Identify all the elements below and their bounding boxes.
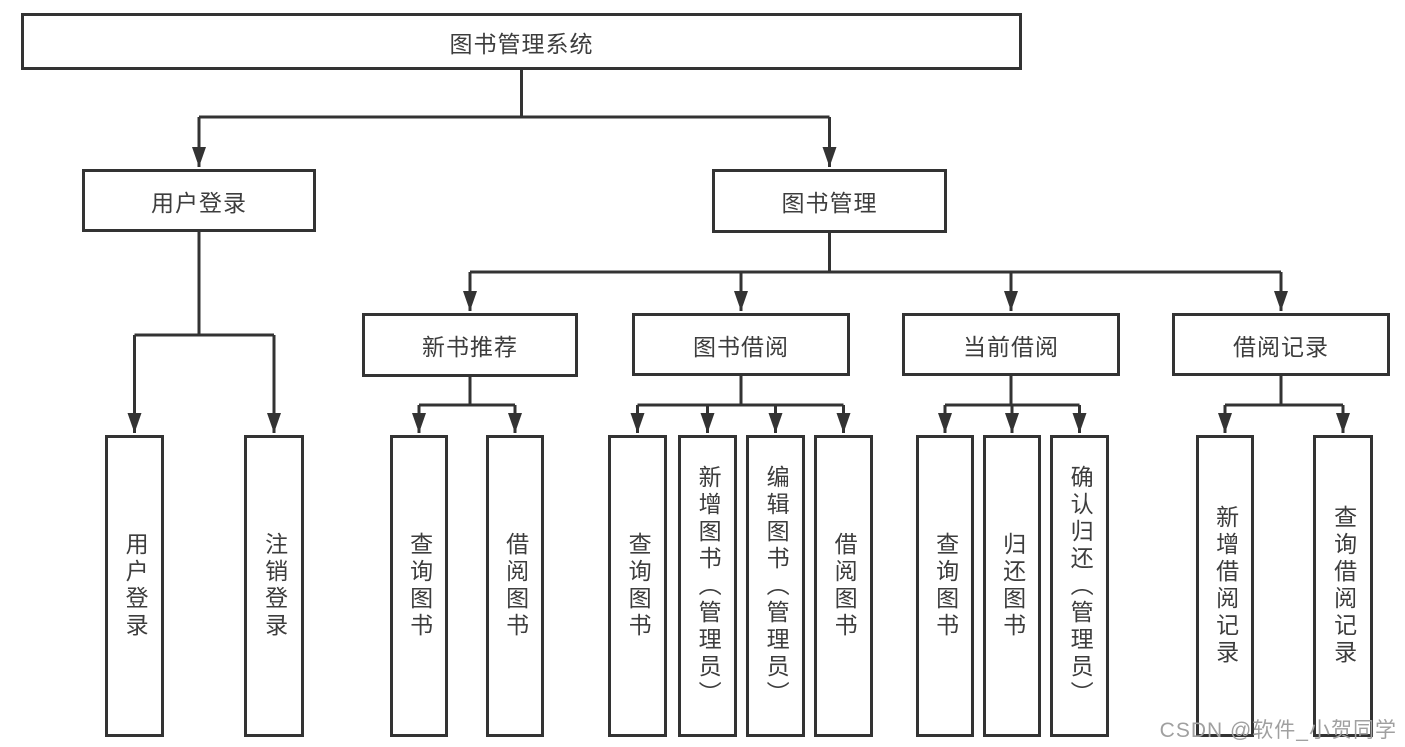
node-book-management-branch: 图书管理 <box>712 169 947 233</box>
node-leaf-return-books: 归还图书 <box>983 435 1041 737</box>
node-leaf-query-books-3: 查询图书 <box>916 435 974 737</box>
node-current-borrow: 当前借阅 <box>902 313 1120 376</box>
node-user-login-branch: 用户登录 <box>82 169 316 232</box>
node-new-book-recommend: 新书推荐 <box>362 313 578 377</box>
tree-arrows <box>127 117 1350 433</box>
node-leaf-edit-books-admin: 编辑图书（管理员） <box>746 435 805 737</box>
node-leaf-borrow-books-1: 借阅图书 <box>486 435 544 737</box>
node-leaf-add-borrow-record: 新增借阅记录 <box>1196 435 1254 737</box>
node-book-borrow: 图书借阅 <box>632 313 850 376</box>
tree-skeleton <box>134 69 1343 407</box>
node-leaf-user-login: 用户登录 <box>105 435 164 737</box>
node-borrow-record: 借阅记录 <box>1172 313 1390 376</box>
node-leaf-add-books-admin: 新增图书（管理员） <box>678 435 737 737</box>
csdn-watermark: CSDN @软件_小贺同学 <box>1159 719 1397 742</box>
node-leaf-logout: 注销登录 <box>244 435 304 737</box>
node-leaf-query-borrow-record: 查询借阅记录 <box>1313 435 1373 737</box>
node-root-system: 图书管理系统 <box>21 13 1022 70</box>
node-leaf-confirm-return-admin: 确认归还（管理员） <box>1050 435 1109 737</box>
node-leaf-query-books-1: 查询图书 <box>390 435 448 737</box>
node-leaf-borrow-books-2: 借阅图书 <box>814 435 873 737</box>
node-leaf-query-books-2: 查询图书 <box>608 435 667 737</box>
